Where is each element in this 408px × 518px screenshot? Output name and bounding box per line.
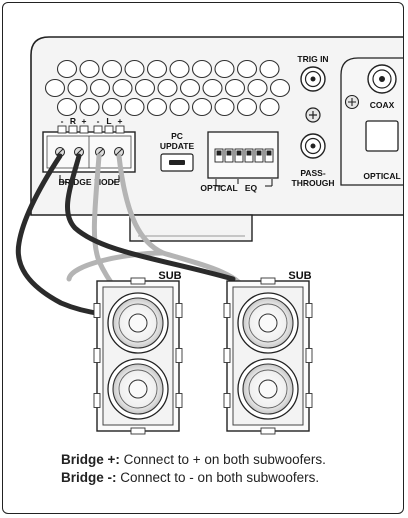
vent-hole: [169, 59, 190, 79]
vent-hole: [191, 59, 213, 79]
vent-holes: [44, 59, 291, 117]
vent-hole: [79, 59, 100, 79]
subwoofers: [93, 277, 313, 435]
vent-hole: [214, 97, 235, 117]
woofer-driver: [107, 292, 169, 354]
wiring-diagram: - R + - L + BRIDGE MODE PC UPDATE OPTICA…: [15, 36, 403, 435]
vent-hole: [101, 97, 123, 117]
vent-hole: [202, 78, 223, 98]
pass-through-label-line2: THROUGH: [292, 178, 335, 188]
vent-hole: [214, 59, 235, 79]
dip-switch-block: OPTICAL EQ: [200, 131, 279, 193]
trig-in-label: TRIG IN: [297, 54, 328, 64]
terminal-mark-r: R: [70, 116, 76, 126]
vent-hole: [134, 78, 156, 98]
vent-hole: [236, 59, 258, 79]
vent-hole: [169, 97, 190, 117]
vent-hole: [157, 78, 178, 98]
trigger-section: TRIG IN PASS- THROUGH: [292, 54, 335, 188]
dip-switch: [254, 148, 264, 163]
woofer-driver: [237, 292, 299, 354]
dip-switch: [264, 148, 274, 163]
screw-icon: [305, 107, 321, 123]
optical-input-port: [365, 120, 399, 152]
woofer-driver: [237, 358, 299, 420]
vent-hole: [124, 97, 145, 117]
input-panel: COAX OPTICAL: [340, 57, 403, 186]
optical-label: OPTICAL: [200, 183, 237, 193]
woofer-driver: [107, 358, 169, 420]
wire-group-dark: [15, 153, 236, 317]
dip-switch: [234, 148, 244, 163]
wire-light-c: [66, 250, 166, 282]
vent-hole: [124, 59, 145, 79]
sub-label-left: SUB: [158, 270, 181, 282]
screw-icon: [344, 94, 360, 110]
vent-hole: [56, 59, 78, 79]
optical-input-label: OPTICAL: [363, 171, 400, 181]
vent-hole: [236, 97, 258, 117]
pass-through-label-line1: PASS-: [300, 168, 326, 178]
coax-label: COAX: [370, 100, 395, 110]
dip-switch: [224, 148, 234, 163]
vent-hole: [191, 97, 213, 117]
wire-dark-b: [65, 153, 236, 282]
caption-line-2: Bridge -: Connect to - on both subwoofer…: [61, 470, 319, 485]
vent-hole: [259, 97, 280, 117]
bridge-mode-bracket: [59, 175, 120, 183]
bridge-mode-label: BRIDGE MODE: [59, 177, 120, 187]
vent-hole: [259, 59, 280, 79]
diagram-frame: - R + - L + BRIDGE MODE PC UPDATE OPTICA…: [2, 2, 404, 514]
vent-hole: [44, 78, 66, 98]
vent-hole: [101, 59, 123, 79]
terminal-mark-l-neg: -: [97, 116, 100, 126]
sub-label-right: SUB: [288, 270, 311, 282]
terminal-mark-r-pos: +: [82, 116, 87, 126]
caption-bridge-neg-label: Bridge -:: [61, 470, 117, 485]
vent-hole: [179, 78, 201, 98]
pc-update-port: PC UPDATE: [160, 131, 195, 172]
vent-hole: [146, 59, 168, 79]
subwoofer: [223, 277, 313, 435]
trig-in-jack: [300, 66, 326, 92]
vent-hole: [146, 97, 168, 117]
vent-hole: [247, 78, 268, 98]
subwoofer: [93, 277, 183, 435]
terminal-mark-r-neg: -: [61, 116, 64, 126]
caption-bridge-pos-text: Connect to + on both subwoofers.: [123, 452, 326, 467]
coax-jack: [367, 64, 397, 94]
terminal-mark-l-pos: +: [118, 116, 123, 126]
eq-label: EQ: [245, 183, 258, 193]
terminal-mark-l: L: [106, 116, 111, 126]
dip-switch: [214, 148, 224, 163]
pass-through-jack: [300, 133, 326, 159]
vent-hole: [56, 97, 78, 117]
vent-hole: [269, 78, 291, 98]
dip-switch: [244, 148, 254, 163]
caption-line-1: Bridge +: Connect to + on both subwoofer…: [61, 452, 326, 467]
pc-update-label-line2: UPDATE: [160, 141, 195, 151]
vent-hole: [224, 78, 246, 98]
caption-bridge-neg-text: Connect to - on both subwoofers.: [120, 470, 320, 485]
pc-update-label-line1: PC: [171, 131, 183, 141]
vent-hole: [112, 78, 133, 98]
vent-hole: [89, 78, 111, 98]
vent-hole: [79, 97, 100, 117]
caption-bridge-pos-label: Bridge +:: [61, 452, 120, 467]
dip-switches: [214, 148, 274, 163]
wire-dark-a: [15, 153, 106, 317]
vent-hole: [67, 78, 88, 98]
